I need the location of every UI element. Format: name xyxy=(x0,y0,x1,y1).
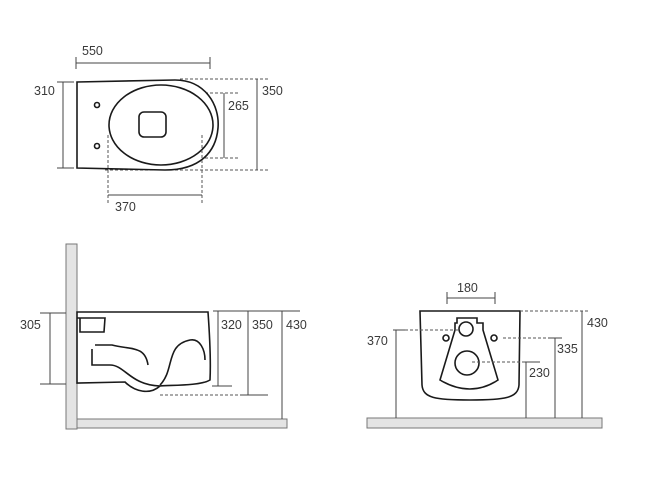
dim-rear-width: 310 xyxy=(34,84,55,98)
fixing-hole xyxy=(93,142,101,150)
dim-overall-length: 550 xyxy=(82,44,103,58)
dim-inlet-height: 370 xyxy=(367,334,388,348)
dim-fixing-height-front: 335 xyxy=(557,342,578,356)
inlet-hole xyxy=(458,321,474,337)
side-view: 305 320 350 430 xyxy=(20,243,307,430)
lid-outline xyxy=(138,111,167,138)
dim-rim-height: 320 xyxy=(221,318,242,332)
dim-overall-width: 350 xyxy=(262,84,283,98)
wall xyxy=(65,243,78,430)
outlet-hole xyxy=(454,350,480,376)
dim-total-height: 430 xyxy=(286,318,307,332)
dim-bowl-height: 350 xyxy=(252,318,273,332)
fixing-hole xyxy=(442,334,450,342)
fixing-hole xyxy=(490,334,498,342)
floor xyxy=(366,417,603,429)
dim-fixing-height: 305 xyxy=(20,318,41,332)
dim-outlet-height: 230 xyxy=(529,366,550,380)
dim-fixing-distance: 180 xyxy=(457,281,478,295)
dim-total-height-front: 430 xyxy=(587,316,608,330)
dim-seat-width: 265 xyxy=(228,99,249,113)
top-view: 550 310 265 350 370 xyxy=(34,44,283,214)
dim-seat-length: 370 xyxy=(115,200,136,214)
front-view: 180 430 370 335 230 xyxy=(366,281,608,429)
floor xyxy=(76,418,288,429)
fixing-hole xyxy=(93,101,101,109)
